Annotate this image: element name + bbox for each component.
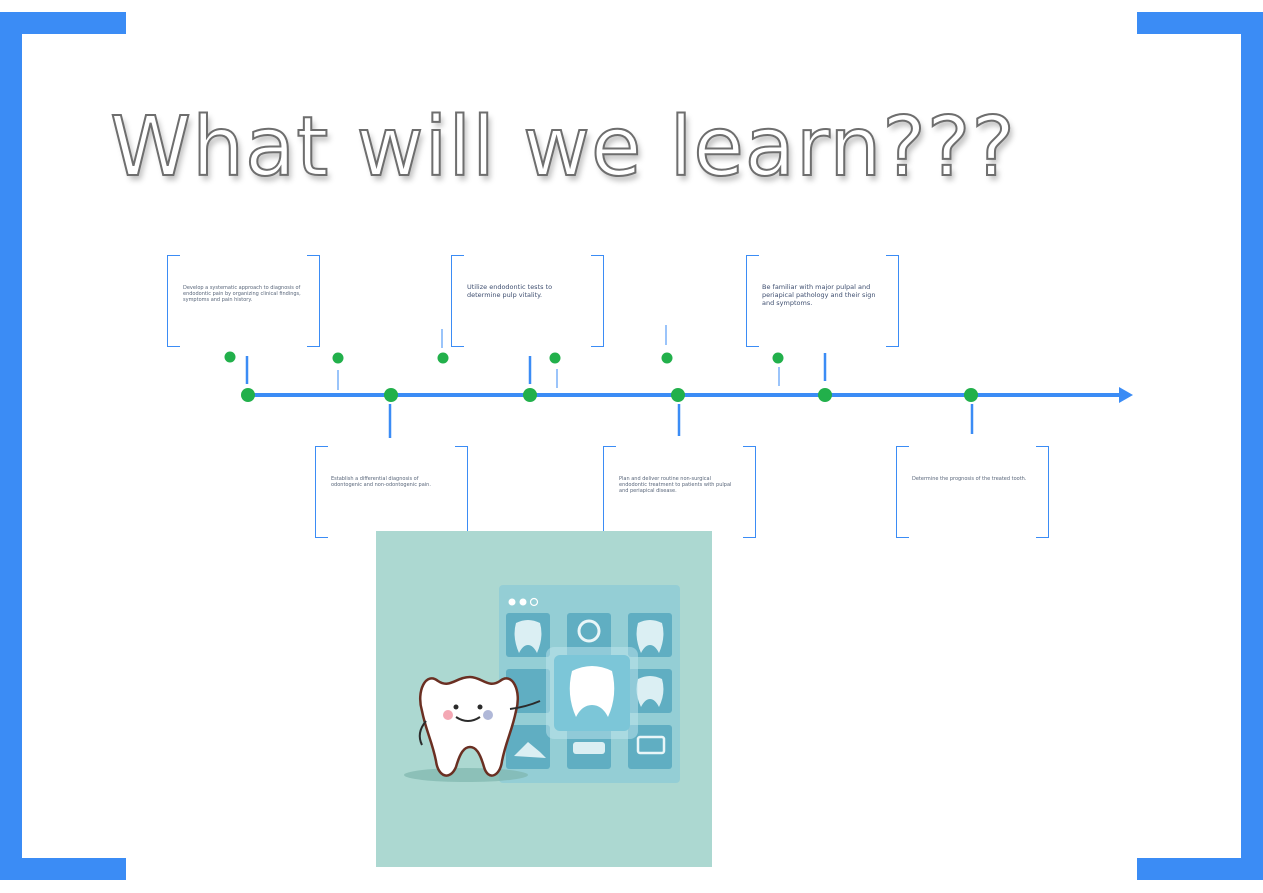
window-dot (508, 598, 516, 606)
step-box-5: Be familiar with major pulpal and periap… (746, 255, 899, 347)
step-box-4: Plan and deliver routine non-surgical en… (603, 446, 756, 538)
mascot-arm-icon (509, 700, 541, 710)
timeline-node (964, 388, 978, 402)
tooth-tile-icon (514, 620, 542, 653)
mascot-arm-icon (418, 720, 427, 746)
frame-right-vertical (1241, 12, 1263, 880)
frame-right-bottom-bar (1137, 858, 1263, 880)
mascot-shadow (404, 768, 528, 782)
window-dot (529, 597, 539, 607)
marker-dot (661, 352, 673, 364)
frame-left-bottom-bar (0, 858, 126, 880)
laptop-tile-icon (636, 735, 666, 755)
timeline-node (818, 388, 832, 402)
marker-dot (332, 352, 344, 364)
timeline-node (241, 388, 255, 402)
magnifier-tile-icon (577, 619, 601, 643)
mascot-eye-icon (453, 704, 459, 710)
step-text-5: Be familiar with major pulpal and periap… (762, 283, 876, 307)
step-text-2: Establish a differential diagnosis of od… (331, 476, 431, 488)
step-text-1: Develop a systematic approach to diagnos… (183, 285, 301, 303)
dental-illustration (376, 531, 712, 867)
marker-dot (549, 352, 561, 364)
timeline-node (671, 388, 685, 402)
shoe-tile-icon (514, 742, 546, 758)
step-box-1: Develop a systematic approach to diagnos… (167, 255, 320, 347)
highlight-tooth-icon (569, 666, 615, 717)
braces-tile-icon (573, 742, 605, 754)
marker-dot (224, 351, 236, 363)
frame-right-top-bar (1137, 12, 1263, 34)
timeline-node (523, 388, 537, 402)
step-box-3: Utilize endodontic tests to determine pu… (451, 255, 604, 347)
step-text-3: Utilize endodontic tests to determine pu… (467, 283, 553, 299)
mascot-cheek-icon (483, 710, 493, 720)
window-dot (519, 598, 527, 606)
tooth-tile-icon (636, 620, 664, 653)
mascot-smile-icon (455, 716, 481, 722)
marker-dot (772, 352, 784, 364)
app-tile (567, 613, 611, 657)
marker-dot (437, 352, 449, 364)
timeline-arrowhead (1119, 387, 1133, 403)
page-title: What will we learn??? (109, 99, 1016, 196)
step-box-6: Determine the prognosis of the treated t… (896, 446, 1049, 538)
step-text-4: Plan and deliver routine non-surgical en… (619, 476, 732, 494)
mascot-cheek-icon (443, 710, 453, 720)
step-text-6: Determine the prognosis of the treated t… (912, 476, 1027, 482)
timeline-node (384, 388, 398, 402)
tooth-tile-icon (636, 676, 664, 707)
mascot-eye-icon (477, 704, 483, 710)
frame-left-top-bar (0, 12, 126, 34)
tooth-mascot-icon (419, 675, 519, 777)
frame-left-vertical (0, 12, 22, 880)
step-box-2: Establish a differential diagnosis of od… (315, 446, 468, 538)
